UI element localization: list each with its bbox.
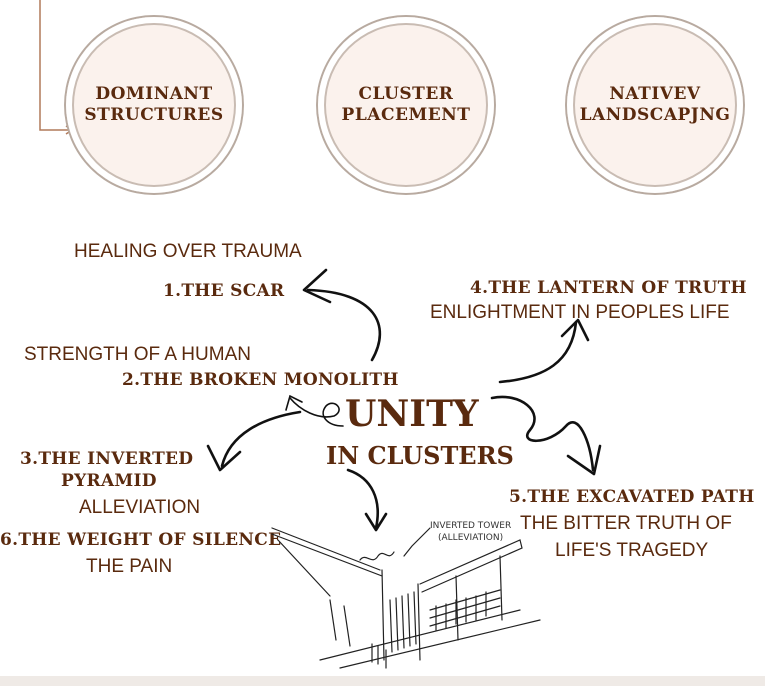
arrow-to-pyramid — [220, 410, 302, 468]
circle-label-line2: PLACEMENT — [341, 105, 471, 125]
bottom-band — [0, 676, 765, 686]
arrow-head-lantern — [560, 318, 590, 342]
circle-label-line1: DOMINANT — [95, 84, 213, 104]
circle-label-line1: NATIVEV — [609, 84, 701, 104]
lantern-subtitle: ENLIGHTMENT IN PEOPLES LIFE — [430, 302, 730, 323]
pyramid-title-line2: PYRAMID — [61, 471, 157, 491]
arrow-to-lantern — [498, 320, 578, 384]
arrow-head-monolith — [285, 394, 303, 411]
arrow-head-path — [566, 444, 602, 476]
arrow-head-sketch — [364, 512, 388, 532]
scar-title: 1.THE SCAR — [163, 281, 285, 301]
pyramid-title-line1: 3.THE INVERTED — [20, 449, 194, 469]
arrow-head-pyramid — [206, 444, 242, 472]
path-title: 5.THE EXCAVATED PATH — [509, 487, 755, 507]
lantern-title: 4.THE LANTERN OF TRUTH — [470, 278, 747, 298]
center-title: UNITY — [345, 393, 479, 435]
sketch-note-line1: INVERTED TOWER — [430, 521, 511, 531]
monolith-subtitle: STRENGTH OF A HUMAN — [24, 344, 251, 365]
path-subtitle-line1: THE BITTER TRUTH OF — [520, 513, 732, 534]
circle-native-landscaping: NATIVEV LANDSCAPJNG — [567, 17, 743, 193]
silence-subtitle: THE PAIN — [86, 556, 173, 577]
circle-label: NATIVEV LANDSCAPJNG — [580, 84, 731, 126]
path-subtitle-line2: LIFE'S TRAGEDY — [555, 540, 709, 561]
center-subtitle: IN CLUSTERS — [326, 441, 514, 470]
sketch-note-line2: (ALLEVIATION) — [438, 533, 503, 543]
circle-label: CLUSTER PLACEMENT — [342, 84, 471, 126]
circle-label-line1: CLUSTER — [358, 84, 454, 104]
monolith-title: 2.THE BROKEN MONOLITH — [122, 370, 399, 390]
circle-label-line2: LANDSCAPJNG — [579, 105, 731, 125]
silence-title: 6.THE WEIGHT OF SILENCE — [0, 530, 282, 550]
circle-label-line2: STRUCTURES — [84, 105, 224, 125]
arrow-head-scar — [302, 268, 332, 304]
arrow-to-monolith — [289, 397, 344, 427]
pyramid-subtitle: ALLEVIATION — [79, 497, 201, 518]
circle-dominant-structures: DOMINANT STRUCTURES — [66, 17, 242, 193]
scar-subtitle: HEALING OVER TRAUMA — [74, 241, 302, 262]
arrow-to-scar — [306, 288, 382, 362]
arrow-to-sketch — [346, 468, 379, 530]
arrow-to-path — [490, 395, 595, 472]
circle-cluster-placement: CLUSTER PLACEMENT — [318, 17, 494, 193]
circle-label: DOMINANT STRUCTURES — [84, 84, 223, 126]
